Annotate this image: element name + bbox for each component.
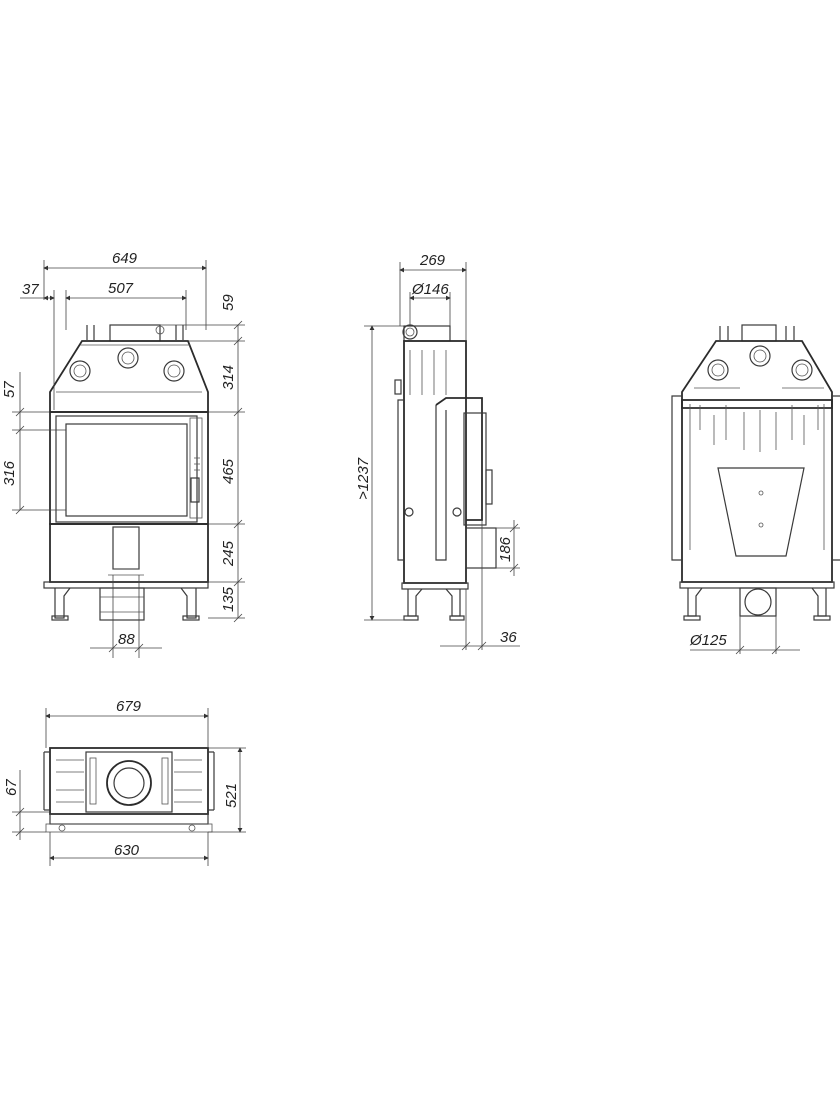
dim-rear-air-duct: Ø125 <box>689 632 727 649</box>
dim-front-outlet-width: 88 <box>118 631 135 648</box>
dim-side-total-height: >1237 <box>355 457 372 500</box>
dim-plan-overall-width: 679 <box>116 698 142 715</box>
dim-front-left-top: 57 <box>1 381 18 398</box>
dim-side-flue-diameter: Ø146 <box>411 281 449 298</box>
side-dimensions: 269 Ø146 >1237 186 36 <box>355 252 520 651</box>
dim-front-inner-width: 507 <box>108 280 134 297</box>
dim-side-air-inlet: 186 <box>497 536 514 562</box>
dim-side-depth: 269 <box>419 252 446 269</box>
front-view <box>43 324 209 621</box>
dim-front-left-opening: 316 <box>1 460 18 486</box>
dim-front-legs: 135 <box>220 586 237 612</box>
dim-front-door-height: 465 <box>220 458 237 484</box>
dim-side-handle-offset: 36 <box>500 629 517 646</box>
rear-view <box>671 324 840 621</box>
dim-front-top-collar: 59 <box>220 294 237 311</box>
dim-front-overall-width: 649 <box>112 250 138 267</box>
rear-dimensions: Ø125 <box>689 616 800 655</box>
dim-plan-base-width: 630 <box>114 842 140 859</box>
side-view <box>394 324 497 621</box>
plan-dimensions: 679 630 521 67 <box>3 698 246 866</box>
front-dimensions: 649 37 507 59 314 465 245 135 57 316 88 <box>1 250 245 658</box>
plan-view <box>43 747 215 833</box>
dim-front-lower-section: 245 <box>220 540 237 567</box>
dim-front-side-offset: 37 <box>22 281 39 298</box>
dim-plan-depth: 521 <box>223 783 240 808</box>
dim-plan-front-offset: 67 <box>3 779 20 796</box>
dim-front-upper-section: 314 <box>220 365 237 390</box>
